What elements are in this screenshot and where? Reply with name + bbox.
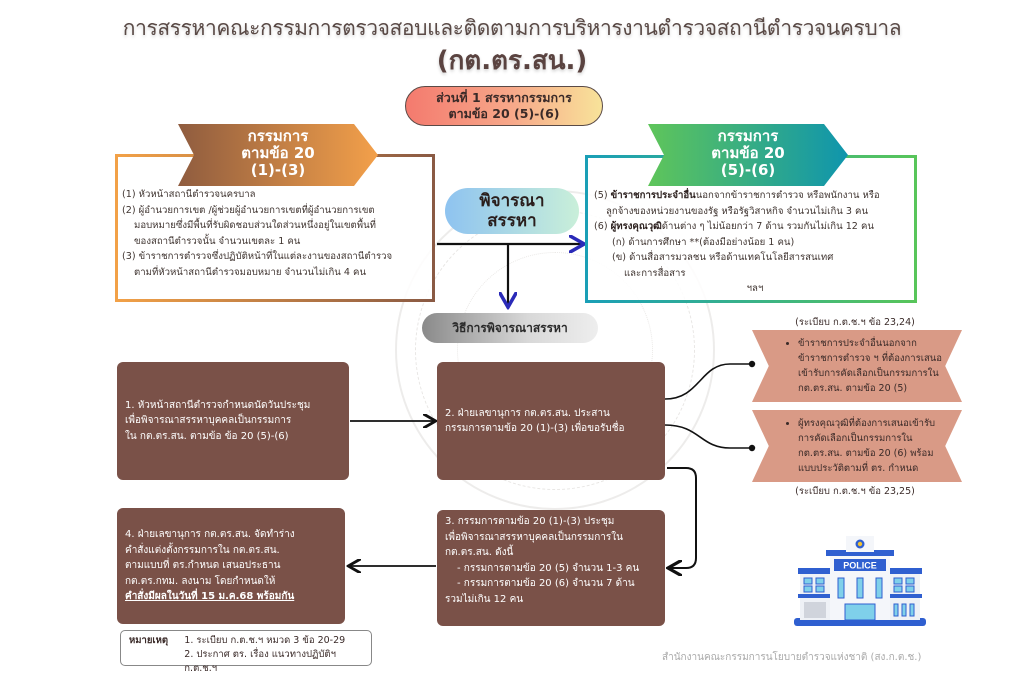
step-3-box: 3. กรรมการตามข้อ 20 (1)-(3) ประชุม เพื่อ… (437, 510, 665, 626)
step-line: เพื่อพิจารณาสรรหาบุคคลเป็นกรรมการ (125, 415, 292, 427)
list-item: ตามที่หัวหน้าสถานีตำรวจมอบหมาย จำนวนไม่เ… (134, 266, 367, 278)
method-pill: วิธีการพิจารณาสรรหา (422, 313, 598, 343)
consider-line: พิจารณา (479, 191, 545, 211)
step-line: คำสั่งแต่งตั้งกรรมการใน กต.ตร.สน. (125, 544, 280, 556)
ribbon-bullet: ผู้ทรงคุณวุฒิที่ต้องการเสนอเข้ารับ การคั… (798, 416, 935, 476)
list-item-5: (5) ข้าราชการประจำอื่นนอกจากข้าราชการตำร… (594, 188, 916, 204)
list-item: มอบหมายซึ่งมีพื้นที่รับผิดชอบส่วนใดส่วนห… (134, 220, 376, 231)
step-line: 2. ฝ่ายเลขานุการ กต.ตร.สน. ประสาน (445, 407, 610, 419)
step-line: รวมไม่เกิน 12 คน (445, 593, 524, 605)
link-dot-1 (748, 360, 756, 368)
part-pill: ส่วนที่ 1 สรรหากรรมการ ตามข้อ 20 (5)-(6) (405, 86, 603, 126)
step-line: 4. ฝ่ายเลขานุการ กต.ตร.สน. จัดทำร่าง (125, 529, 295, 541)
ribbon-line: ข้าราชการประจำอื่นนอกจาก (798, 338, 917, 349)
step-line: - กรรมการตามข้อ 20 (6) จำนวน 7 ด้าน (457, 578, 635, 589)
step-line: เพื่อพิจารณาสรรหาบุคคลเป็นกรรมการใน (445, 531, 624, 543)
consider-line: สรรหา (487, 211, 537, 231)
step-line: ตามแบบที่ ตร.กำหนด เสนอประธาน (125, 560, 281, 572)
step-line: ใน กต.ตร.สน. ตามข้อ ข้อ 20 (5)-(6) (125, 430, 289, 442)
item-text: นอกจากข้าราชการตำรวจ หรือพนักงาน หรือ (695, 190, 880, 201)
tag-committee-5-6: กรรมการ ตามข้อ 20 (5)-(6) (648, 124, 848, 186)
list-item-6: (6) ผู้ทรงคุณวุฒิด้านต่าง ๆ ไม่น้อยกว่า … (594, 219, 916, 235)
remarks-item: 1. ระเบียบ ก.ต.ช.ฯ หมวด 3 ข้อ 20-29 (184, 635, 346, 646)
remarks-label: หมายเหตุ (129, 635, 169, 646)
tag-line: (5)-(6) (720, 161, 776, 179)
tag-line: กรรมการ (247, 127, 309, 145)
arrow-step2-to-step3 (667, 467, 697, 568)
ribbon-expert: ผู้ทรงคุณวุฒิที่ต้องการเสนอเข้ารับ การคั… (752, 410, 962, 482)
part-pill-line1: ส่วนที่ 1 สรรหากรรมการ (436, 90, 572, 105)
list-item: (1) หัวหน้าสถานีตำรวจนครบาล (122, 189, 256, 200)
item-bold: ข้าราชการประจำอื่น (610, 190, 696, 201)
etc-label: ฯลฯ (746, 283, 764, 294)
ribbon-line: กต.ตร.สน. ตามข้อ 20 (5) (798, 383, 908, 394)
regulation-ref-1: (ระเบียบ ก.ต.ช.ฯ ข้อ 23,24) (795, 317, 915, 328)
step-line: กต.ตร.กทม. ลงนาม โดยกำหนดให้ (125, 575, 276, 587)
step-line: กรรมการตามข้อ 20 (1)-(3) เพื่อขอรับชื่อ (445, 423, 625, 434)
link-dot-2 (748, 444, 756, 452)
ribbon-civil-servant: ข้าราชการประจำอื่นนอกจาก ข้าราชการตำรวจ … (752, 330, 962, 402)
ribbon-line: ข้าราชการตำรวจ ฯ ที่ต้องการเสนอ (798, 353, 942, 364)
list-item: (2) ผู้อำนวยการเขต /ผู้ช่วยผู้อำนวยการเข… (122, 204, 375, 216)
page-subtitle: (กต.ตร.สน.) (436, 46, 588, 76)
remarks-box: หมายเหตุ 1. ระเบียบ ก.ต.ช.ฯ หมวด 3 ข้อ 2… (120, 630, 372, 674)
list-item: และการสื่อสาร (624, 267, 686, 279)
ribbon-line: ผู้ทรงคุณวุฒิที่ต้องการเสนอเข้ารับ (798, 418, 936, 429)
step-1-box: 1. หัวหน้าสถานีตำรวจกำหนดนัดวันประชุม เพ… (117, 362, 349, 480)
list-item: (3) ข้าราชการตำรวจซึ่งปฏิบัติหน้าที่ในแต… (122, 251, 393, 262)
list-item: (ก) ด้านการศึกษา **(ต้องมีอย่างน้อย 1 คน… (612, 236, 795, 248)
step-line: 3. กรรมการตามข้อ 20 (1)-(3) ประชุม (445, 516, 615, 527)
ribbon-line: กต.ตร.สน. ตามข้อ 20 (6) พร้อม (798, 448, 934, 459)
effective-date-emphasis: คำสั่งมีผลในวันที่ 15 ม.ค.68 พร้อมกัน (125, 591, 295, 603)
footer-organization: สำนักงานคณะกรรมการนโยบายตำรวจแห่งชาติ (ส… (662, 652, 922, 663)
police-station-icon: POLICE (794, 536, 926, 626)
ribbon-line: การคัดเลือกเป็นกรรมการใน (798, 433, 913, 444)
item-text: ด้านต่าง ๆ ไม่น้อยกว่า 7 ด้าน รวมกันไม่เ… (661, 221, 874, 232)
part-pill-line2: ตามข้อ 20 (5)-(6) (448, 106, 560, 121)
page-title: การสรรหาคณะกรรมการตรวจสอบและติดตามการบริ… (122, 16, 902, 40)
tag-line: ตามข้อ 20 (241, 144, 315, 162)
step-line: กต.ตร.สน. ดังนี้ (445, 547, 514, 558)
committee-5-6-list: (5) ข้าราชการประจำอื่นนอกจากข้าราชการตำร… (594, 188, 916, 297)
ribbon-bullet: ข้าราชการประจำอื่นนอกจาก ข้าราชการตำรวจ … (798, 336, 942, 396)
item-prefix: (5) (594, 190, 611, 201)
list-item: ลูกจ้างของหน่วยงานของรัฐ หรือรัฐวิสาหกิจ… (606, 205, 869, 217)
tag-committee-1-3: กรรมการ ตามข้อ 20 (1)-(3) (178, 124, 378, 186)
step-4-box: 4. ฝ่ายเลขานุการ กต.ตร.สน. จัดทำร่าง คำส… (117, 508, 345, 624)
regulation-ref-2: (ระเบียบ ก.ต.ช.ฯ ข้อ 23,25) (795, 486, 915, 497)
ribbon-line: แบบประวัติตามที่ ตร. กำหนด (798, 463, 919, 474)
item-bold: ผู้ทรงคุณวุฒิ (610, 221, 662, 232)
step-line: - กรรมการตามข้อ 20 (5) จำนวน 1-3 คน (457, 562, 640, 574)
remarks-item: 2. ประกาศ ตร. เรื่อง แนวทางปฏิบัติฯ ก.ต.… (184, 649, 336, 674)
list-item: (ข) ด้านสื่อสารมวลชน หรือด้านเทคโนโลยีสา… (612, 252, 834, 263)
tag-line: (1)-(3) (250, 161, 306, 179)
tag-line: กรรมการ (717, 127, 779, 145)
step-line: 1. หัวหน้าสถานีตำรวจกำหนดนัดวันประชุม (125, 399, 311, 411)
item-prefix: (6) (594, 221, 611, 232)
list-item: ของสถานีตำรวจนั้น จำนวนเขตละ 1 คน (134, 235, 301, 247)
tag-line: ตามข้อ 20 (711, 144, 785, 162)
committee-1-3-list: (1) หัวหน้าสถานีตำรวจนครบาล (2) ผู้อำนวย… (122, 187, 432, 280)
police-sign: POLICE (843, 561, 877, 571)
consider-recruit-pill: พิจารณา สรรหา (445, 188, 579, 234)
ribbon-line: เข้ารับการคัดเลือกเป็นกรรมการใน (798, 368, 939, 379)
step-2-box: 2. ฝ่ายเลขานุการ กต.ตร.สน. ประสาน กรรมกา… (437, 362, 665, 480)
